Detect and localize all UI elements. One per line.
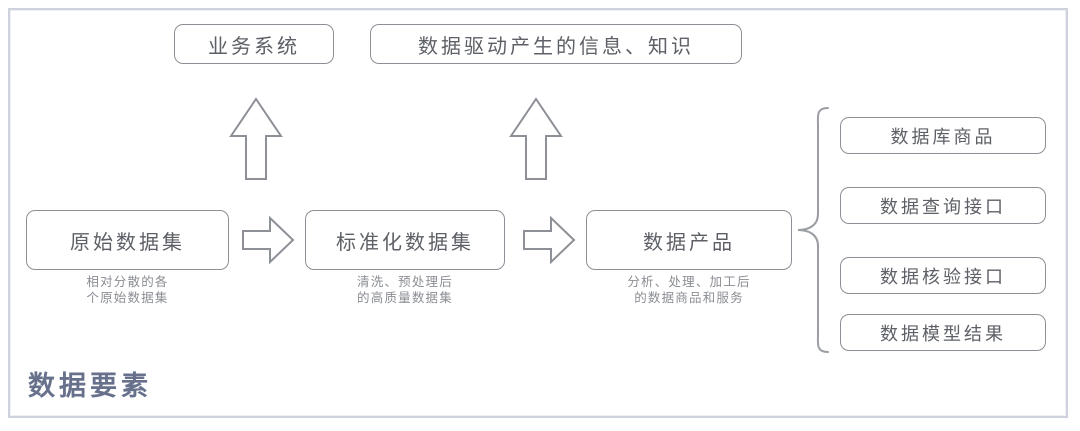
node-data-model-result-label: 数据模型结果: [880, 323, 1006, 344]
diagram-title: 数据要素: [28, 371, 152, 401]
node-standardized-dataset[interactable]: 标准化数据集: [305, 210, 505, 270]
node-data-query-api-label: 数据查询接口: [880, 196, 1006, 217]
node-business-system-label: 业务系统: [208, 35, 300, 58]
node-business-system[interactable]: 业务系统: [174, 24, 334, 64]
node-raw-dataset-label: 原始数据集: [70, 231, 185, 254]
node-standardized-dataset-label: 标准化数据集: [336, 231, 474, 254]
node-data-verification-api[interactable]: 数据核验接口: [840, 257, 1046, 294]
caption-raw-dataset: 相对分散的各 个原始数据集: [86, 275, 169, 305]
node-database-product[interactable]: 数据库商品: [840, 117, 1046, 154]
node-raw-dataset[interactable]: 原始数据集: [26, 210, 229, 270]
node-data-driven-knowledge[interactable]: 数据驱动产生的信息、知识: [370, 24, 742, 64]
node-data-verification-api-label: 数据核验接口: [880, 266, 1006, 287]
node-data-driven-knowledge-label: 数据驱动产生的信息、知识: [418, 35, 694, 58]
node-data-query-api[interactable]: 数据查询接口: [840, 187, 1046, 224]
node-data-model-result[interactable]: 数据模型结果: [840, 314, 1046, 351]
up-arrow-icon: [228, 96, 284, 182]
curly-brace-icon: [794, 106, 834, 354]
node-data-product-label: 数据产品: [643, 231, 735, 254]
node-database-product-label: 数据库商品: [890, 126, 996, 147]
right-arrow-icon: [521, 215, 577, 265]
right-arrow-icon: [240, 215, 296, 265]
caption-standardized-dataset: 清洗、预处理后 的高质量数据集: [357, 275, 453, 305]
caption-data-product: 分析、处理、加工后 的数据商品和服务: [627, 275, 751, 305]
up-arrow-icon: [508, 96, 564, 182]
node-data-product[interactable]: 数据产品: [586, 210, 792, 270]
